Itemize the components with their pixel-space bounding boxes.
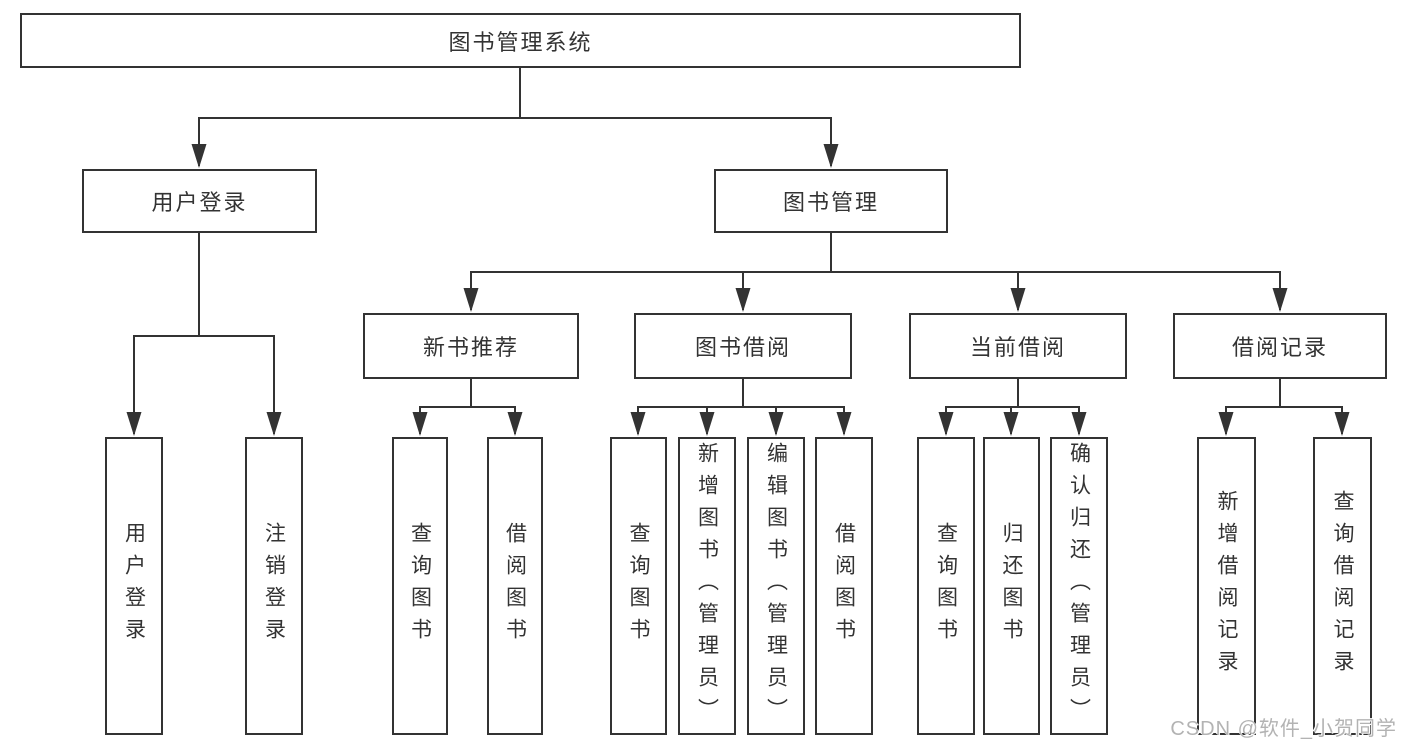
leaf-bb-add-books-admin: 新增图书（管理员） [678,437,736,735]
leaf-logout-label: 注销登录 [262,522,286,650]
leaf-nbr-borrow-books: 借阅图书 [487,437,543,735]
leaf-br-add-borrow-record-label: 新增借阅记录 [1215,490,1238,682]
leaf-cb-query-books: 查询图书 [917,437,975,735]
leaf-bb-edit-books-admin-label: 编辑图书（管理员） [764,442,788,730]
node-current-borrowing: 当前借阅 [909,313,1127,379]
node-current-borrowing-label: 当前借阅 [969,335,1066,360]
leaf-bb-add-books-admin-label: 新增图书（管理员） [695,442,719,730]
node-library-management-system: 图书管理系统 [20,13,1021,68]
leaf-logout: 注销登录 [245,437,303,735]
leaf-cb-confirm-return-admin: 确认归还（管理员） [1050,437,1108,735]
node-book-borrowing: 图书借阅 [634,313,852,379]
leaf-bb-borrow-books-label: 借阅图书 [832,522,856,650]
node-new-book-recommend: 新书推荐 [363,313,579,379]
leaf-nbr-borrow-books-label: 借阅图书 [503,522,527,650]
leaf-nbr-query-books-label: 查询图书 [408,522,432,650]
leaf-br-query-borrow-record: 查询借阅记录 [1313,437,1372,735]
node-user-login-label: 用户登录 [151,190,248,215]
leaf-cb-query-books-label: 查询图书 [934,522,958,650]
node-new-book-recommend-label: 新书推荐 [422,335,519,360]
leaf-br-query-borrow-record-label: 查询借阅记录 [1331,490,1354,682]
leaf-bb-edit-books-admin: 编辑图书（管理员） [747,437,805,735]
leaf-bb-borrow-books: 借阅图书 [815,437,873,735]
leaf-br-add-borrow-record: 新增借阅记录 [1197,437,1256,735]
node-book-borrowing-label: 图书借阅 [694,335,791,360]
csdn-watermark: CSDN @软件_小贺同学 [1170,718,1397,740]
leaf-bb-query-books-label: 查询图书 [627,522,650,650]
node-user-login: 用户登录 [82,169,317,233]
leaf-bb-query-books: 查询图书 [610,437,667,735]
node-borrowing-records: 借阅记录 [1173,313,1387,379]
leaf-cb-return-books-label: 归还图书 [1000,522,1023,650]
node-book-management: 图书管理 [714,169,948,233]
node-borrowing-records-label: 借阅记录 [1231,335,1328,360]
leaf-user-login: 用户登录 [105,437,163,735]
node-book-management-label: 图书管理 [782,190,879,215]
leaf-cb-confirm-return-admin-label: 确认归还（管理员） [1067,442,1091,730]
leaf-cb-return-books: 归还图书 [983,437,1040,735]
leaf-nbr-query-books: 查询图书 [392,437,448,735]
leaf-user-login-label: 用户登录 [122,522,146,650]
node-library-management-system-label: 图书管理系统 [448,29,593,55]
